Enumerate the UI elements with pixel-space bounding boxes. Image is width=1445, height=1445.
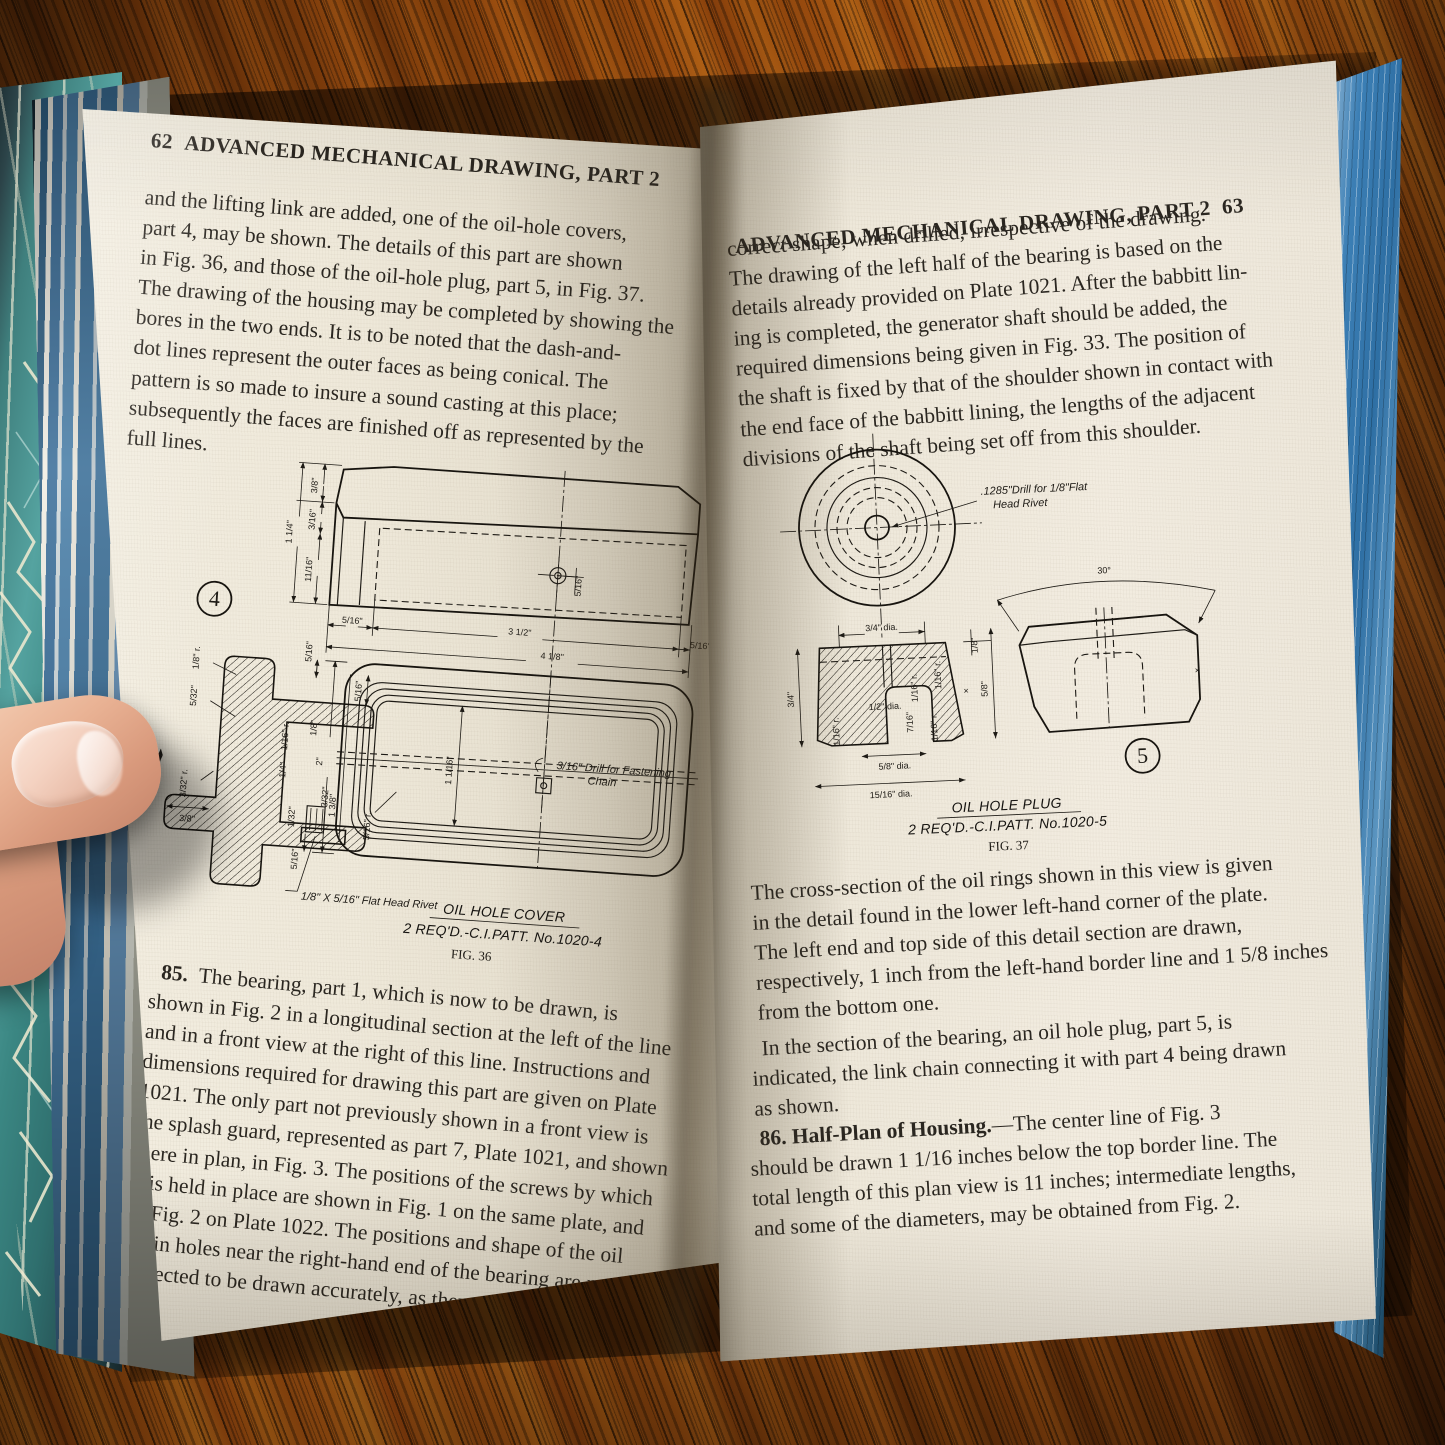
svg-text:5/16": 5/16" (342, 615, 363, 626)
svg-text:1/8": 1/8" (969, 637, 980, 653)
svg-text:1/2" dia.: 1/2" dia. (869, 701, 902, 712)
fig36-label: FIG. 36 (450, 946, 492, 964)
right-page: ADVANCED MECHANICAL DRAWING, PART 2 63 c… (700, 60, 1376, 1362)
svg-text:3/8": 3/8" (179, 813, 195, 824)
svg-text:×: × (1195, 665, 1201, 675)
svg-text:5/32": 5/32" (188, 685, 199, 706)
figure-36: 4 (144, 446, 758, 985)
svg-text:1/16" r.: 1/16" r. (279, 722, 291, 751)
fig37-note-line1: .1285"Drill for 1/8"Flat (980, 481, 1088, 498)
note-text-1b: Chain (587, 775, 617, 789)
svg-text:3/4": 3/4" (785, 692, 796, 708)
fig37-label: FIG. 37 (988, 837, 1030, 854)
fig37-section-dimensions: 3/4" dia. 3/4" 5/8" dia. 15/16" dia. 1/2… (785, 621, 998, 800)
svg-text:1/16" r.: 1/16" r. (928, 713, 939, 742)
svg-text:5/16": 5/16" (572, 575, 583, 596)
figure-37: .1285"Drill for 1/8"Flat Head Rivet (778, 418, 1336, 862)
svg-text:4: 4 (208, 585, 221, 611)
svg-text:3/4" dia.: 3/4" dia. (865, 622, 898, 633)
svg-text:1 1/4": 1 1/4" (283, 520, 295, 544)
svg-text:5: 5 (1137, 743, 1149, 768)
part-number-marker-4: 4 (196, 580, 233, 617)
oil-hole-plug-section (816, 641, 965, 747)
svg-text:1/32": 1/32" (286, 806, 297, 827)
svg-text:1 3/8": 1 3/8" (326, 794, 338, 818)
svg-text:7/16": 7/16" (904, 712, 915, 733)
svg-text:5/16" r.: 5/16" r. (361, 812, 373, 841)
svg-text:3 1/2": 3 1/2" (508, 626, 532, 638)
right-page-shading (700, 60, 1376, 1362)
svg-text:3/32": 3/32" (319, 786, 330, 807)
svg-text:5/16": 5/16" (303, 641, 314, 662)
svg-text:5/16": 5/16" (690, 640, 711, 651)
svg-text:30°: 30° (1097, 565, 1111, 576)
fig37-note-line2: Head Rivet (993, 497, 1049, 511)
left-page-shading (82, 109, 760, 1341)
oil-hole-plug-plan (780, 433, 982, 638)
oil-hole-cover-section (163, 655, 375, 887)
svg-text:4 1/8": 4 1/8" (540, 651, 564, 663)
svg-text:×: × (963, 686, 969, 696)
svg-text:3/32" r.: 3/32" r. (178, 769, 190, 798)
svg-text:3/8": 3/8" (309, 477, 320, 493)
svg-text:1/16" r.: 1/16" r. (909, 674, 920, 703)
part-number-marker-5: 5 (1124, 737, 1161, 774)
svg-text:1/16" r.: 1/16" r. (831, 717, 842, 746)
svg-text:2": 2" (314, 757, 325, 766)
svg-text:11/16": 11/16" (303, 556, 315, 582)
svg-text:15/16" dia.: 15/16" dia. (870, 788, 913, 800)
elevation-vertical-dimensions: 3/8" 3/16" 11/16" 1 1/4" (283, 461, 343, 606)
fig37-title: OIL HOLE PLUG (951, 795, 1062, 816)
svg-text:1/8" r.: 1/8" r. (190, 646, 202, 670)
elevation-horizontal-dimensions: 5/16" 3 1/2" 5/16" 4 1/8" 5/16" (325, 567, 711, 679)
oil-hole-plug-elevation: 30° × × (963, 565, 1216, 733)
hand-holding-page (0, 685, 234, 1130)
note-drill-flat-head-rivet: .1285"Drill for 1/8"Flat Head Rivet (891, 481, 1088, 528)
svg-text:1/4": 1/4" (277, 762, 288, 778)
svg-text:5/8" dia.: 5/8" dia. (878, 760, 911, 771)
svg-text:3/16": 3/16" (306, 509, 317, 530)
marble-veins-svg (0, 361, 57, 1297)
svg-text:1/16" r.: 1/16" r. (932, 661, 943, 690)
svg-text:1 1/16": 1 1/16" (443, 756, 455, 785)
svg-text:5/16": 5/16" (289, 848, 300, 869)
svg-text:1/8": 1/8" (308, 720, 319, 736)
svg-text:5/8": 5/8" (979, 681, 990, 697)
svg-text:5/16": 5/16" (353, 680, 364, 701)
